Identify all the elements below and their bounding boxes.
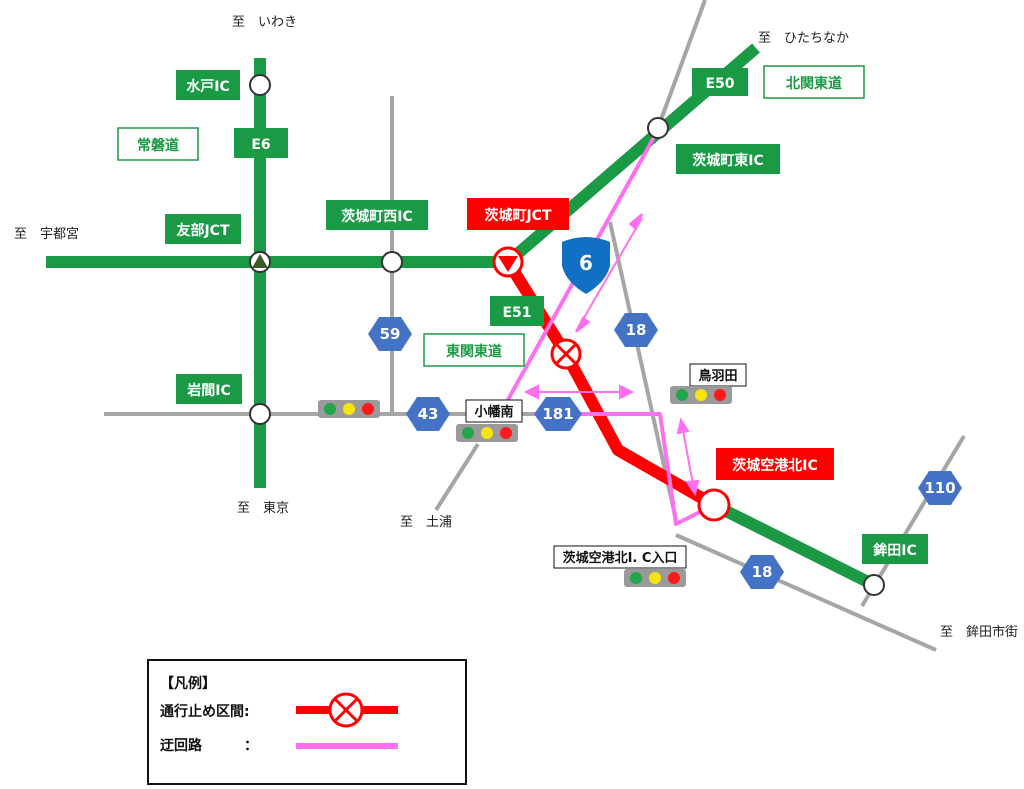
higashikanto-name-label: 東関東道 (446, 343, 502, 360)
hokota-ic-marker (863, 574, 885, 596)
higashikanto-south-segment (711, 499, 877, 591)
svg-text:6: 6 (579, 251, 593, 275)
direction-utsunomiya: 至 宇都宮 (14, 226, 79, 242)
road-hitachinaka-north (656, 0, 707, 129)
e6-label: E6 (251, 137, 270, 153)
toriba-label: 鳥羽田 (698, 368, 737, 384)
local-roads (104, 0, 966, 652)
ibaraki-higashi-ic-marker (647, 117, 669, 139)
legend-box (147, 659, 467, 785)
ibaraki-higashi-ic-label: 茨城町東IC (692, 152, 763, 169)
iwama-ic-label: 岩間IC (186, 382, 230, 399)
direction-hokota-city: 至 鉾田市街 (940, 624, 1018, 640)
direction-labels: 至 いわき 至 ひたちなか 至 宇都宮 至 東京 至 土浦 至 鉾田市街 (14, 15, 1018, 640)
interchange-markers (249, 74, 885, 596)
legend-closure-label: 通行止め区間: (160, 703, 250, 720)
route-18-south-sign: 18 (740, 555, 784, 589)
svg-text:18: 18 (626, 321, 647, 339)
traffic-signal-icon (456, 424, 518, 442)
svg-text:43: 43 (418, 405, 439, 423)
road-to-tsuchiura (434, 442, 480, 512)
obatake-minami-label: 小幡南 (474, 404, 513, 420)
route-59-sign: 59 (368, 317, 412, 351)
detour-181-to-airport (534, 412, 715, 526)
legend: 【凡例】 通行止め区間: 迂回路 ： (147, 659, 467, 785)
direction-iwaki: 至 いわき (232, 15, 297, 30)
traffic-signal-icon (670, 386, 732, 404)
direction-tsuchiura: 至 土浦 (400, 515, 452, 530)
detour-arrows (523, 213, 700, 497)
intersection-labels: 小幡南 鳥羽田 茨城空港北I. C入口 (465, 363, 747, 569)
mito-ic-marker (249, 74, 271, 96)
tomobe-jct-triangle-icon (252, 254, 268, 268)
traffic-signals (318, 386, 732, 587)
airport-kita-ic-label: 茨城空港北IC (732, 457, 817, 474)
airport-entrance-label: 茨城空港北I. C入口 (563, 550, 678, 566)
legend-detour-label: 迂回路 ： (160, 737, 258, 754)
route-110-sign: 110 (918, 471, 962, 505)
ibaraki-nishi-ic-marker (381, 251, 403, 273)
svg-text:18: 18 (752, 563, 773, 581)
route-18-north-sign: 18 (614, 313, 658, 347)
ibaraki-jct-triangle-icon (498, 256, 518, 272)
e51-label: E51 (502, 305, 531, 321)
green-labels: 水戸IC E6 友部JCT 茨城町西IC 岩間IC E50 茨城町東IC E51… (165, 68, 928, 564)
traffic-signal-icon (318, 400, 380, 418)
expressway-name-labels: 常磐道 北関東道 東関東道 (117, 65, 865, 367)
ibaraki-nishi-ic-label: 茨城町西IC (341, 208, 412, 225)
red-labels: 茨城町JCT 茨城空港北IC (467, 198, 834, 480)
airport-kita-ic-marker (697, 488, 731, 522)
ibaraki-jct-label: 茨城町JCT (484, 207, 551, 224)
mito-ic-label: 水戸IC (186, 78, 229, 95)
svg-text:110: 110 (924, 479, 955, 497)
svg-text:181: 181 (542, 405, 573, 423)
joban-name-label: 常磐道 (137, 137, 179, 154)
direction-hitachinaka: 至 ひたちなか (758, 31, 849, 46)
direction-tokyo: 至 東京 (237, 500, 289, 516)
iwama-ic-marker (249, 403, 271, 425)
legend-title: 【凡例】 (160, 675, 216, 692)
tomobe-jct-label: 友部JCT (176, 222, 229, 239)
kitakanto-name-label: 北関東道 (786, 75, 842, 92)
traffic-signal-icon (624, 569, 686, 587)
route-181-sign: 181 (534, 397, 582, 431)
route-6-shield-sign: 6 (562, 237, 610, 294)
detour-route (498, 129, 715, 526)
route-signs: 59 18 43 181 18 110 6 (368, 237, 962, 589)
hokota-ic-label: 鉾田IC (873, 542, 916, 559)
route-43-sign: 43 (406, 397, 450, 431)
e50-label: E50 (705, 76, 734, 92)
svg-text:59: 59 (380, 325, 401, 343)
road-18-south (675, 533, 937, 652)
